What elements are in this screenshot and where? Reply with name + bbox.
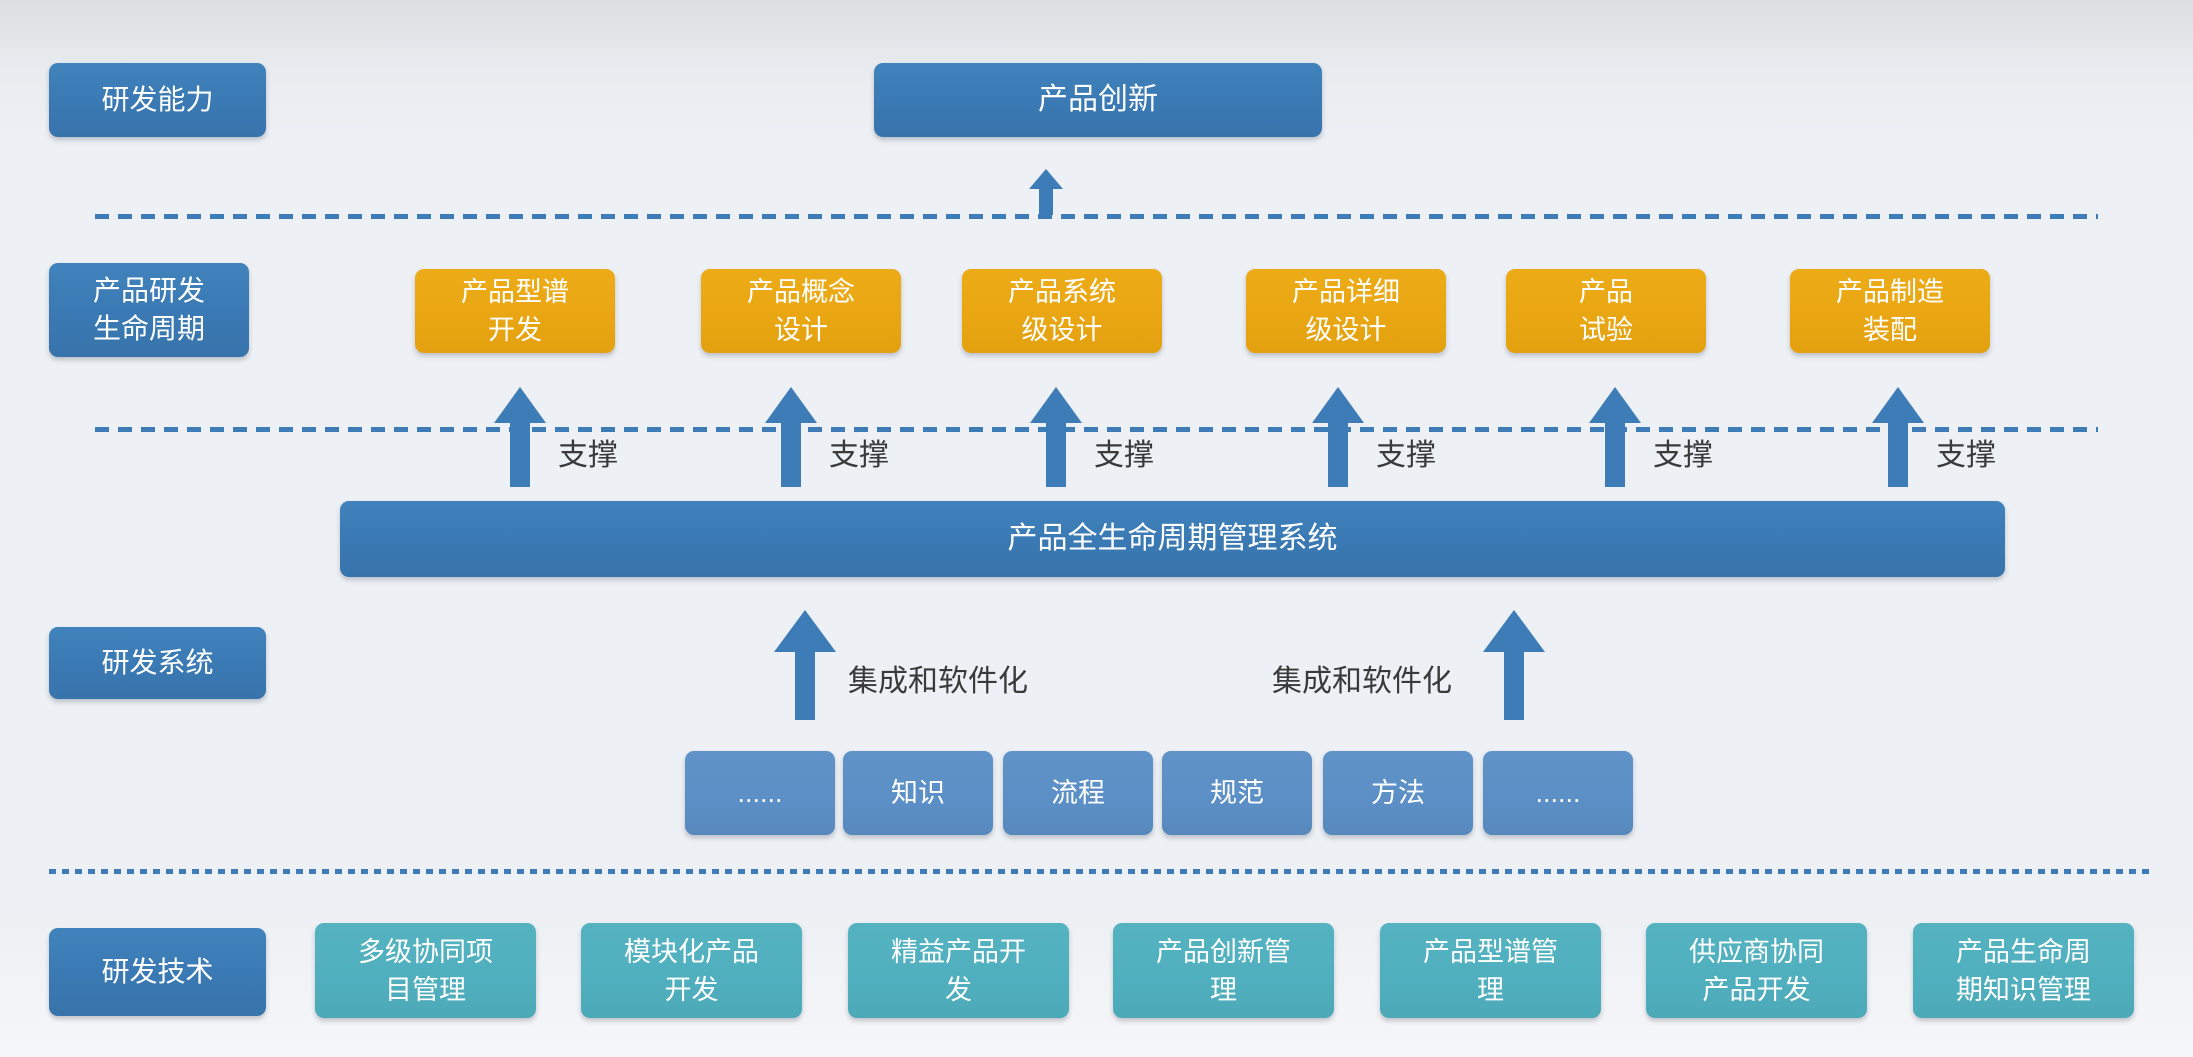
technology-item: 产品创新管 理 [1113, 923, 1334, 1018]
technology-item: 供应商协同 产品开发 [1646, 923, 1867, 1018]
support-label: 支撑 [829, 439, 889, 472]
lifecycle-stage: 产品系统 级设计 [962, 269, 1162, 353]
system-element: ...... [1483, 751, 1633, 835]
technology-item: 模块化产品 开发 [581, 923, 802, 1018]
support-label: 支撑 [1376, 439, 1436, 472]
support-arrow-icon [494, 387, 546, 487]
product-innovation-box: 产品创新 [874, 63, 1322, 137]
support-label: 支撑 [1653, 439, 1713, 472]
lifecycle-stage: 产品概念 设计 [701, 269, 901, 353]
technology-item: 产品生命周 期知识管理 [1913, 923, 2134, 1018]
support-arrow-icon [1872, 387, 1924, 487]
integration-arrow-icon [774, 610, 836, 720]
technology-item: 产品型谱管 理 [1380, 923, 1601, 1018]
capability-row-label: 研发能力 [49, 63, 266, 137]
support-label: 支撑 [1936, 439, 1996, 472]
technology-item: 多级协同项 目管理 [315, 923, 536, 1018]
support-arrow-icon [1030, 387, 1082, 487]
technology-item: 精益产品开 发 [848, 923, 1069, 1018]
up-arrow-icon [1029, 169, 1063, 215]
divider-dotted-bottom [49, 869, 2154, 874]
system-element: ...... [685, 751, 835, 835]
integration-arrow-icon [1483, 610, 1545, 720]
divider-dashed-middle [95, 427, 2098, 432]
lifecycle-stage: 产品型谱 开发 [415, 269, 615, 353]
divider-dashed-top [95, 214, 2098, 219]
system-element: 流程 [1003, 751, 1153, 835]
integration-label: 集成和软件化 [848, 665, 1028, 698]
support-arrow-icon [1312, 387, 1364, 487]
plm-system-bar: 产品全生命周期管理系统 [340, 501, 2005, 577]
system-element: 方法 [1323, 751, 1473, 835]
lifecycle-stage: 产品制造 装配 [1790, 269, 1990, 353]
lifecycle-stage: 产品 试验 [1506, 269, 1706, 353]
technology-row-label: 研发技术 [49, 928, 266, 1016]
support-arrow-icon [1589, 387, 1641, 487]
lifecycle-stage: 产品详细 级设计 [1246, 269, 1446, 353]
system-row-label: 研发系统 [49, 627, 266, 699]
support-label: 支撑 [1094, 439, 1154, 472]
support-arrow-icon [765, 387, 817, 487]
integration-label: 集成和软件化 [1272, 665, 1452, 698]
support-label: 支撑 [558, 439, 618, 472]
lifecycle-row-label: 产品研发 生命周期 [49, 263, 249, 357]
system-element: 知识 [843, 751, 993, 835]
system-element: 规范 [1162, 751, 1312, 835]
